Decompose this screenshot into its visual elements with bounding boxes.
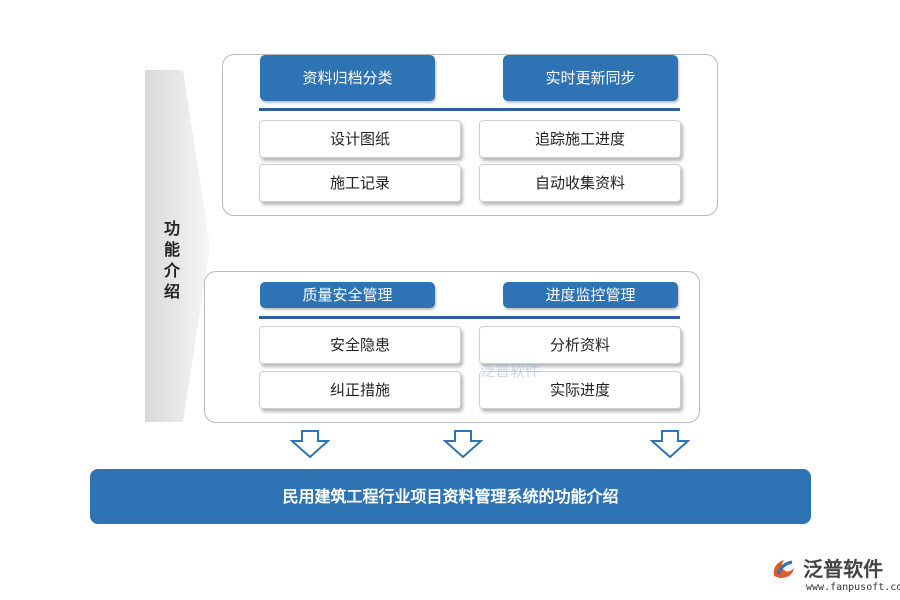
item-safety-hazards: 安全隐患 bbox=[259, 326, 461, 364]
brand-mark-icon bbox=[773, 559, 794, 578]
down-arrow-icon bbox=[650, 430, 690, 458]
brand-name: 泛普软件 bbox=[803, 557, 884, 581]
item-track-progress: 追踪施工进度 bbox=[479, 120, 681, 158]
item-analyze-data: 分析资料 bbox=[479, 326, 681, 364]
item-construction-records: 施工记录 bbox=[259, 164, 461, 202]
header-archive-classify: 资料归档分类 bbox=[260, 55, 435, 101]
system-title-bar: 民用建筑工程行业项目资料管理系统的功能介绍 bbox=[90, 469, 811, 524]
side-label: 功能介绍 bbox=[163, 219, 180, 301]
header-realtime-sync: 实时更新同步 bbox=[503, 55, 678, 101]
header-quality-safety: 质量安全管理 bbox=[260, 282, 435, 308]
header-progress-monitor: 进度监控管理 bbox=[503, 282, 678, 308]
item-auto-collect: 自动收集资料 bbox=[479, 164, 681, 202]
item-design-drawings: 设计图纸 bbox=[259, 120, 461, 158]
top-divider bbox=[259, 108, 680, 111]
down-arrow-icon bbox=[290, 430, 330, 458]
item-corrective-measures: 纠正措施 bbox=[259, 371, 461, 409]
watermark-logo: 泛普软件 bbox=[480, 362, 541, 380]
item-actual-progress: 实际进度 bbox=[479, 371, 681, 409]
down-arrow-icon bbox=[443, 430, 483, 458]
brand-logo: 泛普软件 bbox=[770, 553, 883, 582]
brand-url: www.fanpusoft.com bbox=[806, 582, 900, 593]
side-chevron-arrow bbox=[145, 70, 210, 422]
bottom-divider bbox=[259, 316, 680, 319]
